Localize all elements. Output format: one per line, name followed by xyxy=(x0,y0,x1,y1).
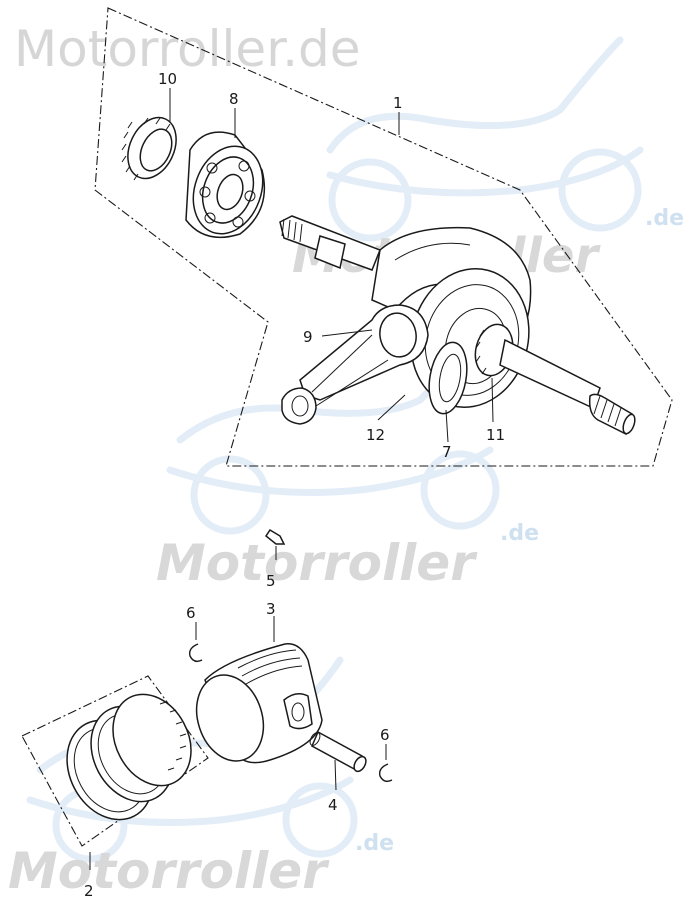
callout-numbers: 1 2 3 4 5 6 6 7 8 9 10 11 12 xyxy=(84,70,505,900)
callout-1: 1 xyxy=(393,94,403,112)
leader-lines-piston-group xyxy=(195,616,387,760)
watermark-suffix-middle: .de xyxy=(500,521,539,546)
part-4-piston-pin xyxy=(309,730,367,791)
callout-8: 8 xyxy=(229,90,239,108)
callout-3: 3 xyxy=(266,600,276,618)
piston-ring-set-boundary xyxy=(21,675,209,847)
callout-12: 12 xyxy=(366,426,385,444)
part-6-circlip-right xyxy=(378,763,393,783)
callout-6-left: 6 xyxy=(186,604,196,622)
scooter-watermark-top xyxy=(326,36,644,242)
watermark-suffix-bottom: .de xyxy=(355,831,394,856)
part-1-crankshaft xyxy=(279,215,636,436)
callout-6-right: 6 xyxy=(380,726,390,744)
part-2-piston-rings xyxy=(66,693,192,870)
callout-7: 7 xyxy=(442,443,452,461)
crankshaft-assembly-boundary xyxy=(94,7,673,467)
part-3-piston xyxy=(195,643,323,764)
part-10-needle-bearing xyxy=(121,116,177,181)
callout-10: 10 xyxy=(158,70,177,88)
part-5-piston-pin-clip-small xyxy=(264,528,286,560)
part-8-ball-bearing xyxy=(185,131,266,238)
watermark-brand-middle: Motorroller xyxy=(156,534,478,592)
leader-lines-crank-group xyxy=(169,88,494,443)
callout-2: 2 xyxy=(84,882,94,900)
callout-11: 11 xyxy=(486,426,505,444)
watermark-brand-bottom: Motorroller xyxy=(8,842,330,900)
callout-4: 4 xyxy=(328,796,338,814)
callout-9: 9 xyxy=(303,328,313,346)
watermark-suffix-right: .de xyxy=(645,206,684,231)
callout-5: 5 xyxy=(266,572,276,590)
part-9-connecting-rod xyxy=(281,304,429,425)
part-6-circlip-left xyxy=(188,643,203,663)
part-7-thrust-washer xyxy=(428,341,468,415)
watermark-top-text: Motorroller.de xyxy=(14,20,361,78)
